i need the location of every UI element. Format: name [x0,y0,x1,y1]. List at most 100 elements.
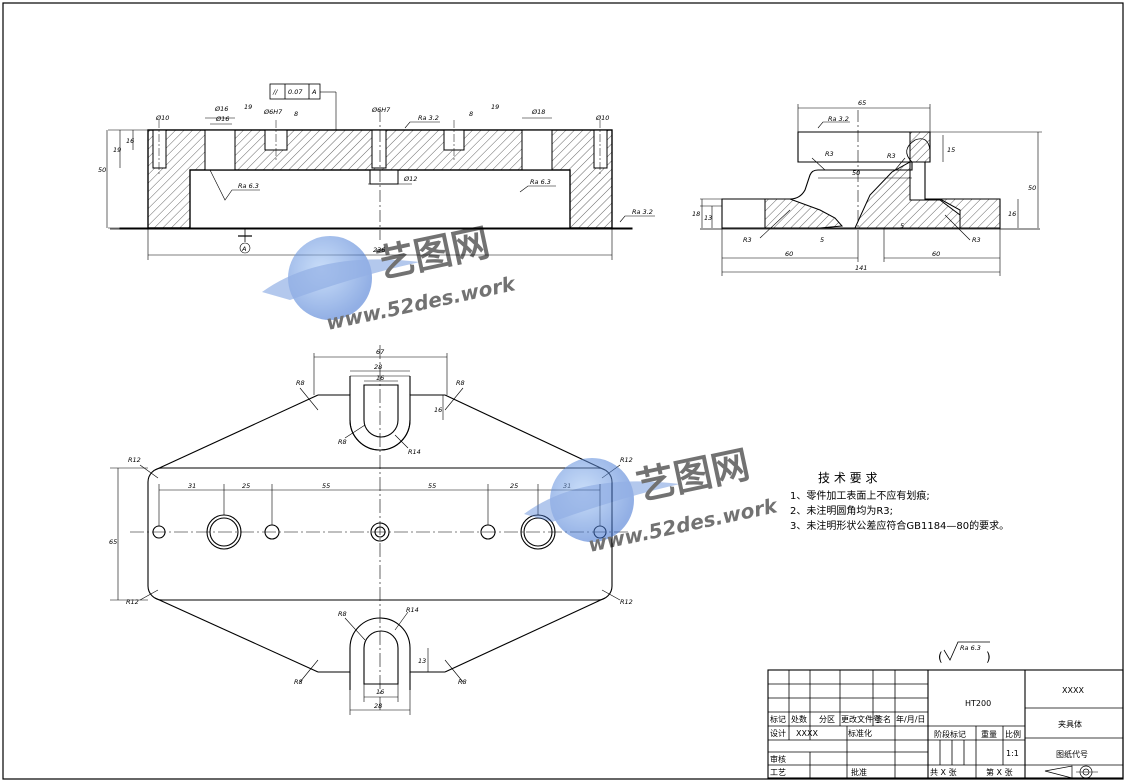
dim-front-d10: Ø18 [531,108,545,116]
general-roughness-symbol: ( ) Ra 6.3 [938,641,991,664]
standard-label: 标准化 [848,728,872,738]
dim-side-s5a: 5 [820,236,824,244]
design-label: 设计 [770,728,786,738]
dim-front-h16: 16 [126,137,134,145]
scale-label: 比例 [1005,729,1021,739]
datum-label: A [241,245,246,253]
dim-top-r12-bl: R12 [126,598,139,606]
watermark-2: 艺图网 www.52des.work [524,442,781,557]
review-label: 审核 [770,754,786,764]
scale: 1:1 [1006,749,1019,758]
watermark-globe-icon-2 [550,458,634,542]
tech-req-item-1: 1、零件加工表面上不应有划痕; [790,489,930,502]
dim-side-r3b: R3 [825,150,834,158]
general-roughness-value: Ra 6.3 [960,644,981,652]
dim-side-r3c: R3 [887,152,896,160]
side-body-left-section [764,198,844,229]
tech-req-title: 技 术 要 求 [818,471,877,485]
dim-front-d4: Ø6H7 [263,108,283,116]
front-view-labels: Ø10 Ø16 Ø16 Ø6H7 19 8 Ø6H7 8 19 Ø18 Ø10 … [98,103,653,254]
dim-side-w141: 141 [855,264,867,272]
dim-side-h18: 18 [692,210,700,218]
top-view-labels: 67 28 16 16 R8 R8 R8 R14 R12 R12 R12 R12… [109,348,633,710]
watermark-brand: 艺图网 [373,220,494,287]
dim-side-h16: 16 [1008,210,1016,218]
dim-top-w16: 16 [376,374,384,382]
dim-side-r3d: R3 [972,236,981,244]
geometric-tolerance-frame: // 0.07 A [269,83,321,100]
weight-label: 重量 [981,729,997,739]
dim-front-d5: 19 [244,103,252,111]
dim-top-s31a: 31 [188,482,196,490]
title-block-labels: HT200 XXXX 夹具体 图纸代号 阶段标记 重量 比例 1:1 共 X 张… [770,686,1088,777]
row-label-doc: 更改文件号 [841,714,881,724]
svg-text:): ) [986,650,991,664]
approve-label: 批准 [851,767,867,777]
dim-top-r8-bottom: R8 [338,610,347,618]
dim-top-r12-tl: R12 [128,456,141,464]
part-name: 夹具体 [1058,719,1082,729]
roughness-front-3: Ra 6.3 [530,178,551,186]
dim-side-w65: 65 [858,99,866,107]
dim-top-s25b: 25 [510,482,518,490]
dim-top-r8-bl: R8 [294,678,303,686]
dim-front-d3: Ø16 [215,115,229,123]
dim-top-s25a: 25 [242,482,250,490]
tolerance-datum: A [311,88,316,96]
roughness-front-2: Ra 6.3 [238,182,259,190]
process-label: 工艺 [770,768,786,777]
material: HT200 [965,699,991,708]
dim-top-h65: 65 [109,538,117,546]
row-label-zone: 分区 [819,715,835,724]
title-block [767,669,1124,779]
row-label-sign: 签名 [875,714,891,724]
dim-top-r8-lug: R8 [338,438,347,446]
dim-top-h13: 13 [418,657,426,665]
dim-top-h16: 16 [434,406,442,414]
technical-requirements: 技 术 要 求 1、零件加工表面上不应有划痕; 2、未注明圆角均为R3; 3、未… [790,471,1009,532]
watermark-brand-2: 艺图网 [633,442,754,509]
dim-side-h50: 50 [1028,184,1036,192]
dim-front-d9: 19 [491,103,499,111]
dim-top-r14: R14 [408,448,421,456]
tolerance-symbol: // [272,88,278,96]
tolerance-value: 0.07 [288,88,303,96]
dim-front-d8: 8 [469,110,473,118]
sheets-total: 共 X 张 [930,768,957,777]
dim-side-r3a: R3 [743,236,752,244]
top-view [110,345,630,715]
tech-req-item-3: 3、未注明形状公差应符合GB1184—80的要求。 [790,519,1009,532]
side-body-center-section [854,161,961,229]
watermark-1: 艺图网 www.52des.work [262,220,519,335]
dim-top-r8-br: R8 [458,678,467,686]
roughness-front-4: Ra 3.2 [632,208,653,216]
dim-front-d6: 8 [294,110,298,118]
sheet-no: 第 X 张 [986,767,1013,777]
dim-side-w50: 50 [852,169,860,177]
dim-top-w16-bottom: 16 [376,688,384,696]
row-label-date: 年/月/日 [896,714,925,724]
stage-label: 阶段标记 [934,729,966,739]
dim-top-r8-left: R8 [296,379,305,387]
dim-top-s55b: 55 [428,482,436,490]
dim-top-r12-tr: R12 [620,456,633,464]
dim-front-d7: Ø6H7 [371,106,391,114]
dim-front-h50: 50 [98,166,106,174]
dim-top-w28-bottom: 28 [374,702,382,710]
roughness-front-1: Ra 3.2 [418,114,439,122]
dim-top-w28: 28 [374,363,382,371]
dim-top-r14-bottom: R14 [406,606,419,614]
dim-side-w60a: 60 [785,250,793,258]
front-view [106,91,655,260]
side-body-top-section [909,131,931,163]
side-view-labels: 65 50 15 50 18 13 16 60 60 141 5 5 R3 R3… [692,99,1036,272]
svg-text:(: ( [938,650,943,664]
dim-top-s55a: 55 [322,482,330,490]
dim-front-d2: Ø16 [214,105,228,113]
dim-front-d1: Ø10 [155,114,169,122]
dim-front-d12: Ø12 [403,175,417,183]
dim-side-s5b: 5 [900,222,904,230]
side-view [700,104,1042,276]
